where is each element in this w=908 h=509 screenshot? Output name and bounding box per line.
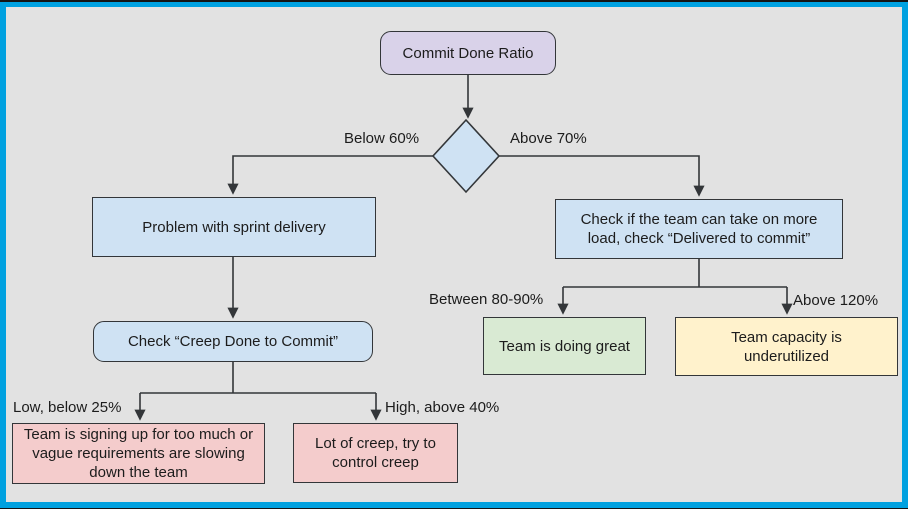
- great-node-label: Team is doing great: [499, 337, 630, 355]
- check-creep-node-label: Check “Creep Done to Commit”: [127, 333, 339, 350]
- frame-top-edge: [0, 0, 908, 2]
- decision-diamond: [431, 118, 501, 194]
- connector-decision-to-check-load: [499, 155, 705, 197]
- start-node-commit-done-ratio: Commit Done Ratio: [380, 31, 556, 75]
- lot-creep-node-label: Lot of creep, try to control creep: [315, 435, 436, 471]
- edge-label-between-80-90: Between 80-90%: [429, 291, 544, 308]
- team-capacity-underutilized-node: Team capacity is underutilized: [675, 317, 898, 376]
- edge-label-above-120: Above 120%: [793, 292, 879, 309]
- edge-label-above-70: Above 70%: [510, 130, 587, 147]
- too-much-node-label: Team is signing up for too much or vague…: [23, 426, 254, 481]
- edge-label-high-above-40: High, above 40%: [385, 399, 500, 416]
- check-team-load-node: Check if the team can take on more load,…: [555, 199, 843, 259]
- underutilized-node-label: Team capacity is underutilized: [731, 328, 842, 365]
- check-load-node-label: Check if the team can take on more load,…: [580, 211, 818, 247]
- problem-node-label: Problem with sprint delivery: [142, 218, 326, 236]
- edge-label-below-60: Below 60%: [344, 130, 420, 147]
- lot-of-creep-node: Lot of creep, try to control creep: [293, 423, 458, 483]
- start-node-label: Commit Done Ratio: [402, 44, 534, 62]
- problem-with-sprint-delivery-node: Problem with sprint delivery: [92, 197, 376, 257]
- check-creep-done-to-commit-node: Check “Creep Done to Commit”: [93, 321, 373, 362]
- signing-up-too-much-node: Team is signing up for too much or vague…: [12, 423, 265, 484]
- team-doing-great-node: Team is doing great: [483, 317, 646, 375]
- connector-decision-to-problem: [227, 155, 433, 195]
- edge-label-low-below-25: Low, below 25%: [13, 399, 122, 416]
